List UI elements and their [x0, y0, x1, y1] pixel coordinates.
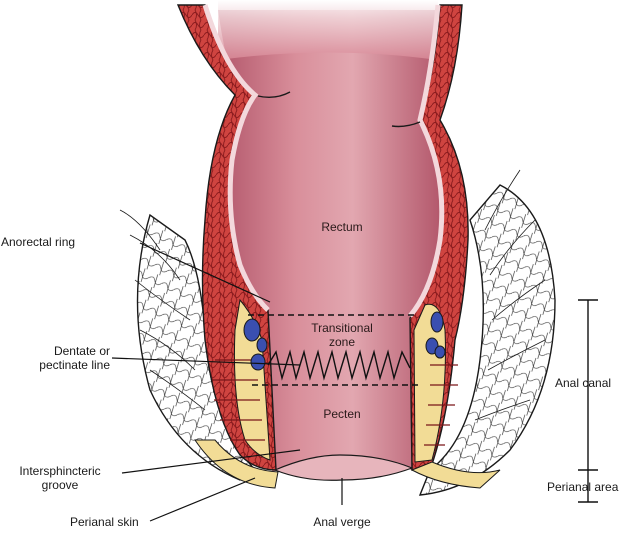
anal-canal-bracket: [578, 299, 598, 503]
anorectal-ring-label: Anorectal ring: [1, 235, 76, 249]
anal-verge-outline: [273, 454, 414, 481]
transitional-zone-label-line2: zone: [328, 335, 356, 349]
left-perianal-skin: [194, 439, 279, 489]
dentate-label-line1: Dentate or: [53, 344, 110, 358]
leader-lines: [111, 242, 343, 522]
intersphincteric-label-line2: groove: [41, 478, 79, 492]
rectal-top-fade: [218, 0, 438, 60]
rectum-label: Rectum: [321, 220, 363, 234]
anal-verge-label: Anal verge: [313, 515, 371, 529]
anal-canal-label: Anal canal: [555, 376, 612, 390]
dentate-label-line2: pectinate line: [39, 358, 110, 372]
left-hemorrhoidal-veins: [243, 318, 268, 371]
perianal-skin-label: Perianal skin: [70, 515, 139, 529]
dentate-leader: [111, 357, 301, 366]
right-hemorrhoidal-veins: [425, 311, 446, 359]
intersphincteric-label-line1: Intersphincteric: [19, 464, 101, 478]
pecten-label: Pecten: [323, 407, 361, 421]
transitional-zone-label-line1: Transitional: [311, 321, 373, 335]
right-perianal-skin: [410, 461, 501, 489]
intersphincteric-leader: [121, 449, 301, 474]
anorectal-ring-leader: [139, 242, 271, 303]
perianal-skin-leader: [149, 477, 256, 522]
dentate-line-zigzag: [267, 349, 411, 381]
perianal-area-label: Perianal area: [547, 480, 619, 494]
right-rectal-wall: [391, 4, 469, 471]
